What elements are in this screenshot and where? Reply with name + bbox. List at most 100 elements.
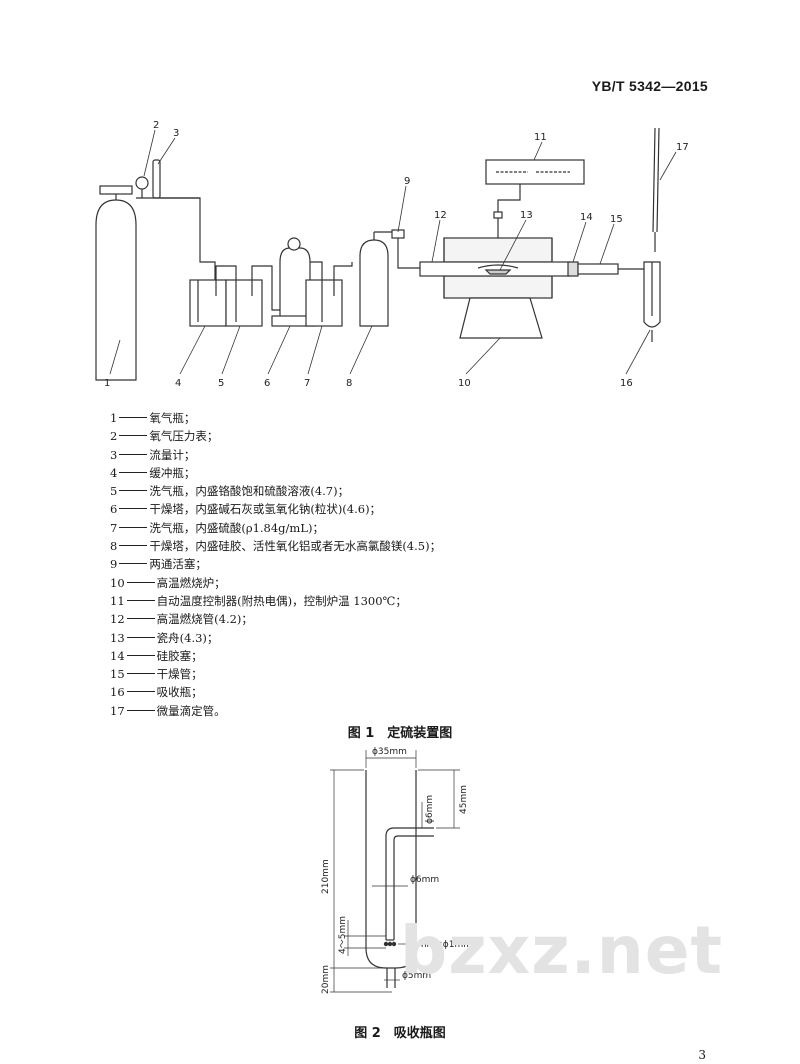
dim-holes: 7mm×ϕ1mm xyxy=(412,940,472,950)
watermark: bzxz.net xyxy=(400,912,724,989)
legend-text: 吸收瓶； xyxy=(156,685,203,700)
micro-burette xyxy=(652,127,660,252)
legend-number: 9 xyxy=(110,557,118,572)
callout-6: 6 xyxy=(264,378,270,389)
legend-number: 2 xyxy=(110,429,118,444)
standard-number: YB/T 5342—2015 xyxy=(591,78,708,94)
washing-bottle-sulfuric xyxy=(305,279,343,327)
callout-2: 2 xyxy=(153,120,159,131)
temperature-controller xyxy=(485,159,585,262)
legend-number: 7 xyxy=(110,520,118,535)
callout-8: 8 xyxy=(346,378,352,389)
pressure-gauge xyxy=(135,176,200,199)
absorption-bottle-body xyxy=(365,770,434,988)
legend-text: 硅胶塞； xyxy=(156,648,203,663)
washing-bottle-chromic xyxy=(225,279,263,327)
legend-number: 13 xyxy=(110,630,125,645)
legend-item: 6 干燥塔，内盛碱石灰或氢氧化钠(粒状)(4.6)； xyxy=(110,500,441,518)
callout-9: 9 xyxy=(404,176,410,187)
legend-item: 9 两通活塞； xyxy=(110,555,441,573)
legend-number: 12 xyxy=(110,612,125,627)
legend-text: 高温燃烧管(4.2)； xyxy=(156,612,253,627)
legend-item: 2 氧气压力表； xyxy=(110,427,441,445)
legend-number: 1 xyxy=(110,411,118,425)
figure2-absorption-bottle-diagram: ϕ35mm 210mm 45mm ϕ6mm ϕ6mm 4～5mm 7mm×ϕ1m… xyxy=(321,747,472,994)
callout-13: 13 xyxy=(520,210,533,221)
legend-item: 10 高温燃烧炉； xyxy=(110,574,441,592)
legend-item: 13 瓷舟(4.3)； xyxy=(110,629,441,647)
dim-gap: 4～5mm xyxy=(338,916,348,954)
drying-tower-soda xyxy=(271,237,317,327)
dim-top-diameter: ϕ35mm xyxy=(372,747,407,757)
legend-text: 氧气压力表； xyxy=(149,429,219,444)
legend-item: 4 缓冲瓶； xyxy=(110,464,441,482)
legend-text: 洗气瓶，内盛硫酸(ρ1.84g/mL)； xyxy=(149,520,324,535)
callout-7: 7 xyxy=(304,378,310,389)
legend-item: 7 洗气瓶，内盛硫酸(ρ1.84g/mL)； xyxy=(110,519,441,537)
porcelain-boat xyxy=(484,269,512,275)
legend-text: 自动温度控制器(附热电偶)，控制炉温 1300℃； xyxy=(156,593,407,608)
legend-number: 6 xyxy=(110,502,118,517)
dim-outlet-diameter: ϕ5mm xyxy=(402,971,431,981)
buffer-bottle xyxy=(189,279,227,327)
callout-16: 16 xyxy=(620,378,633,389)
figure1-legend: 1 氧气瓶； 2 氧气压力表； 3 流量计； 4 缓冲瓶； 5 洗气瓶，内盛铬酸饱和硫酸溶… xyxy=(110,409,441,720)
callout-17: 17 xyxy=(676,142,689,153)
dim-inlet-diameter: ϕ6mm xyxy=(425,795,435,824)
legend-item: 3 流量计； xyxy=(110,446,441,464)
legend-item: 5 洗气瓶，内盛铬酸饱和硫酸溶液(4.7)； xyxy=(110,482,441,500)
legend-number: 8 xyxy=(110,539,118,554)
legend-text: 缓冲瓶； xyxy=(149,465,196,480)
callout-4: 4 xyxy=(175,378,181,389)
legend-number: 4 xyxy=(110,465,118,480)
page-number: 3 xyxy=(698,1048,706,1062)
figure2-caption: 图 2 吸收瓶图 xyxy=(354,1026,446,1041)
figure1-caption: 图 1 定硫装置图 xyxy=(347,726,453,741)
oxygen-cylinder xyxy=(95,185,137,381)
silica-gel-stopper xyxy=(567,261,579,277)
callout-12: 12 xyxy=(434,210,447,221)
legend-number: 16 xyxy=(110,685,125,700)
dim-bottom-height: 20mm xyxy=(321,965,331,994)
legend-item: 8 干燥塔，内盛硅胶、活性氧化铝或者无水高氯酸镁(4.5)； xyxy=(110,537,441,555)
legend-number: 3 xyxy=(110,447,118,462)
callout-11: 11 xyxy=(534,132,547,143)
flow-meter xyxy=(152,159,161,199)
legend-text: 干燥塔，内盛硅胶、活性氧化铝或者无水高氯酸镁(4.5)； xyxy=(149,539,442,554)
legend-number: 11 xyxy=(110,593,125,608)
drying-tube xyxy=(577,263,652,275)
legend-number: 10 xyxy=(110,575,125,590)
legend-text: 氧气瓶； xyxy=(149,411,196,425)
legend-number: 14 xyxy=(110,648,125,663)
callout-15: 15 xyxy=(610,214,623,225)
high-temperature-furnace xyxy=(443,237,553,339)
legend-item: 15 干燥管； xyxy=(110,665,441,683)
legend-item: 11 自动温度控制器(附热电偶)，控制炉温 1300℃； xyxy=(110,592,441,610)
legend-text: 微量滴定管。 xyxy=(156,703,226,718)
callout-10: 10 xyxy=(458,378,471,389)
dim-top-length: 45mm xyxy=(459,785,469,814)
legend-item: 12 高温燃烧管(4.2)； xyxy=(110,610,441,628)
callout-3: 3 xyxy=(173,128,179,139)
dim-total-height: 210mm xyxy=(321,859,331,894)
legend-text: 流量计； xyxy=(149,447,196,462)
absorption-bottle xyxy=(643,261,661,342)
callout-1: 1 xyxy=(104,378,110,389)
legend-text: 洗气瓶，内盛铬酸饱和硫酸溶液(4.7)； xyxy=(149,484,350,499)
legend-number: 15 xyxy=(110,667,125,682)
legend-text: 高温燃烧炉； xyxy=(156,575,226,590)
callout-14: 14 xyxy=(580,212,593,223)
legend-number: 5 xyxy=(110,484,118,499)
legend-text: 两通活塞； xyxy=(149,557,207,572)
drying-tower-silica xyxy=(359,232,389,327)
legend-item: 14 硅胶塞； xyxy=(110,647,441,665)
legend-text: 干燥管； xyxy=(156,667,203,682)
legend-item: 1 氧气瓶； xyxy=(110,409,441,427)
callout-5: 5 xyxy=(218,378,224,389)
figure1-apparatus-diagram: 1 2 3 4 5 6 7 8 9 10 11 12 13 14 15 16 1… xyxy=(95,120,689,389)
legend-text: 干燥塔，内盛碱石灰或氢氧化钠(粒状)(4.6)； xyxy=(149,502,382,517)
dim-tube-diameter: ϕ6mm xyxy=(410,875,439,885)
legend-item: 16 吸收瓶； xyxy=(110,683,441,701)
legend-text: 瓷舟(4.3)； xyxy=(156,630,219,645)
